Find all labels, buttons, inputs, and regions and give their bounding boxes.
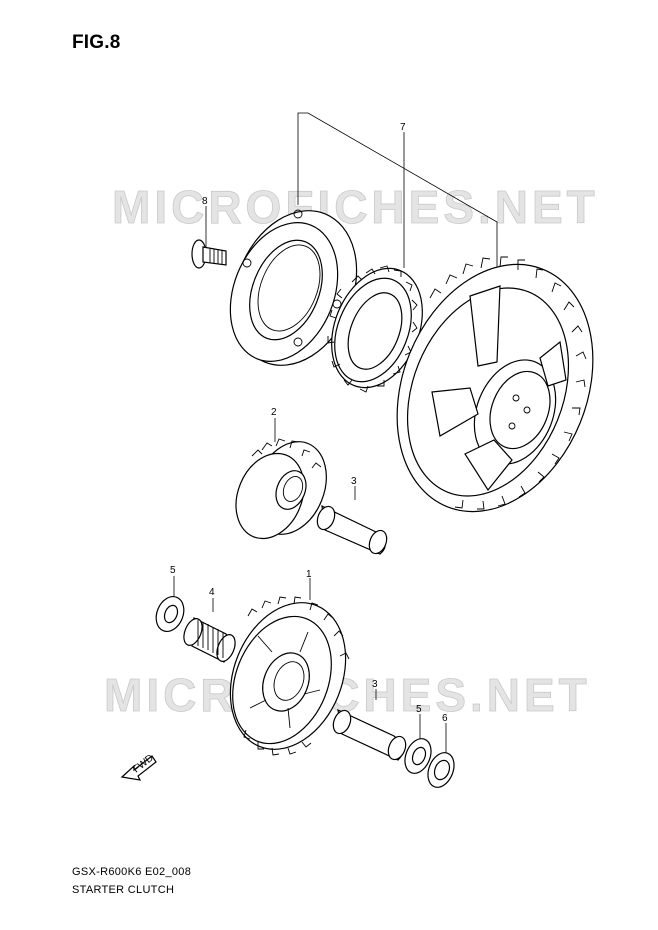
starter-driven-gear-part-1	[229, 578, 350, 756]
callout-1: 1	[306, 569, 312, 580]
model-code: GSX-R600K6 E02_008	[72, 866, 192, 878]
callout-3-upper: 3	[351, 476, 357, 487]
callout-5-left: 5	[170, 565, 176, 576]
shaft-part-3-lower	[332, 689, 407, 761]
callout-8: 8	[202, 196, 208, 207]
forward-arrow-icon: FWD	[120, 753, 157, 781]
washer-part-5-right	[404, 714, 432, 774]
callout-5-right: 5	[416, 704, 422, 715]
section-title: STARTER CLUTCH	[72, 884, 175, 896]
callout-7: 7	[400, 122, 406, 133]
assembly-bracket	[297, 112, 498, 280]
callout-2: 2	[271, 407, 277, 418]
idle-gear-part-2	[235, 418, 327, 540]
figure-title: FIG.8	[72, 32, 121, 53]
watermark-top: MICROFICHES.NET	[112, 181, 599, 233]
washer-part-5-left	[155, 576, 185, 632]
washer-part-6	[427, 723, 455, 788]
bolt-part-8	[191, 206, 227, 269]
clutch-housing-ring	[229, 209, 358, 366]
callout-3-lower: 3	[372, 679, 378, 690]
callout-6: 6	[442, 713, 448, 724]
needle-bearing-part-4	[183, 598, 236, 663]
shaft-part-3-upper	[316, 486, 388, 555]
one-way-clutch-part-7	[327, 265, 423, 393]
starter-clutch-gear	[396, 256, 594, 513]
callout-4: 4	[209, 587, 215, 598]
